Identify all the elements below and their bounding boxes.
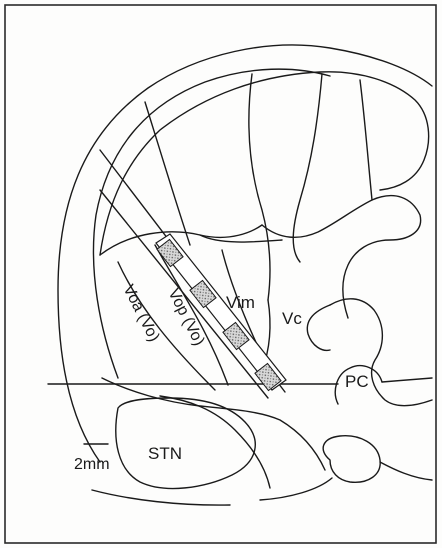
lower-tract-3 [92,490,230,505]
stn-outline [116,398,255,488]
lower-tract-1 [380,462,432,480]
nucleus-border-3 [293,74,322,262]
label-vim: Vim [226,293,255,312]
label-scale: 2mm [74,456,110,473]
label-vc: Vc [282,309,302,328]
vc-notch [307,305,330,350]
zona-incerta-outline [160,396,270,488]
nucleus-border-1 [145,102,190,245]
lower-contour [102,378,325,470]
lower-tract-2 [260,478,332,500]
acpc-line-extension [382,378,432,382]
outer-boundary [58,45,432,462]
nucleus-border-4 [360,80,372,200]
lower-nucleus-outline [323,436,380,483]
vim-upper-border [200,235,282,242]
label-pc: PC [345,372,369,391]
label-stn: STN [148,444,182,463]
figure-frame [5,5,436,543]
label-voa: Voa (Vo) [119,282,162,344]
nucleus-border-2 [249,74,270,300]
